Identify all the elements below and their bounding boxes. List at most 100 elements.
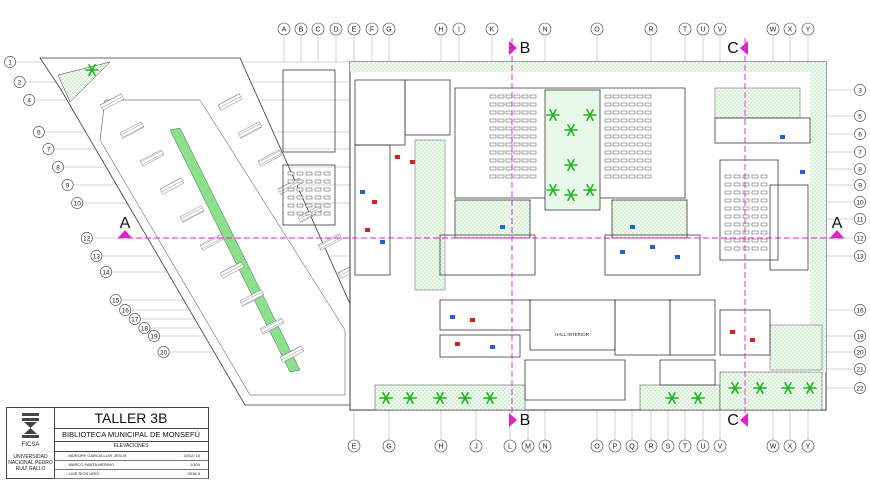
reading-table: [751, 182, 759, 187]
axis-bubble-left: 14: [100, 266, 112, 278]
reading-table: [505, 150, 513, 155]
parking-stall: [139, 149, 165, 167]
axis-bubble-left: 2: [13, 76, 26, 88]
furniture-piece: [780, 135, 785, 139]
axis-bubble-left: 8: [52, 161, 64, 173]
axis-bubble-left: 13: [90, 250, 103, 262]
reading-table: [604, 126, 612, 131]
reading-table: [497, 94, 505, 99]
reading-table: [521, 174, 529, 179]
reading-table: [628, 94, 636, 99]
reading-table: [760, 222, 768, 227]
reading-table: [287, 179, 295, 184]
reading-table: [505, 166, 513, 171]
reading-table: [620, 126, 628, 131]
reading-table: [521, 110, 529, 115]
reading-table: [323, 171, 331, 176]
reading-table: [513, 110, 521, 115]
reading-table: [733, 190, 741, 195]
furniture-piece: [500, 225, 505, 229]
reading-table: [620, 150, 628, 155]
reading-table: [628, 150, 636, 155]
axis-bubble-bottom: M: [521, 439, 535, 453]
reading-table: [604, 158, 612, 163]
reading-table: [760, 174, 768, 179]
axis-bubble-bottom: L: [503, 439, 517, 453]
reading-table: [612, 142, 620, 147]
project-title: TALLER 3B: [54, 408, 208, 429]
reading-table: [644, 174, 652, 179]
axis-label: F: [370, 27, 374, 34]
reading-table: [620, 158, 628, 163]
reading-table: [751, 238, 759, 243]
reading-table: [612, 94, 620, 99]
reading-table: [489, 134, 497, 139]
axis-label: J: [474, 444, 478, 451]
parking-stall: [217, 93, 243, 111]
axis-label: 6: [37, 129, 41, 136]
reading-table: [529, 150, 537, 155]
reading-table: [620, 102, 628, 107]
tree-icon: [583, 184, 597, 196]
axis-bubble-left: 20: [157, 346, 170, 358]
reading-table: [296, 171, 304, 176]
furniture-piece: [395, 155, 400, 159]
parking-stall: [119, 121, 145, 139]
reading-table: [644, 110, 652, 115]
tree-icon: [564, 189, 578, 201]
section-letter: B: [520, 412, 531, 429]
axis-bubble-top: O: [590, 22, 604, 36]
reading-table: [305, 203, 313, 208]
furniture-piece: [380, 240, 385, 244]
reading-table: [287, 187, 295, 192]
row-value: 1/100: [189, 462, 200, 467]
trees: [85, 64, 817, 404]
reading-table: [733, 214, 741, 219]
axis-bubble-bottom: S: [661, 439, 675, 453]
axis-bubble-bottom: U: [696, 439, 710, 453]
reading-table: [521, 134, 529, 139]
axis-label: 10: [856, 199, 864, 206]
reading-table: [724, 238, 732, 243]
section-marker: C: [727, 412, 748, 429]
axis-label: 19: [150, 333, 158, 340]
author-row: - LUIS RIOS URIO 2018-II: [54, 469, 208, 479]
reading-table: [323, 179, 331, 184]
axis-label: O: [594, 27, 600, 34]
section-marker: B: [509, 412, 530, 429]
axis-bubble-right: 12: [854, 232, 866, 244]
parking-stall: [239, 289, 265, 307]
reading-table: [296, 179, 304, 184]
reading-table: [733, 222, 741, 227]
reading-table: [644, 158, 652, 163]
reading-table: [644, 166, 652, 171]
axis-label: B: [299, 27, 304, 34]
reading-table: [521, 142, 529, 147]
axis-bubble-bottom: E: [347, 439, 361, 453]
furniture-piece: [800, 170, 805, 174]
reading-table: [521, 158, 529, 163]
axis-bubble-top: G: [382, 22, 396, 36]
axis-label: 9: [858, 182, 862, 189]
reading-table: [296, 195, 304, 200]
reading-table: [636, 126, 644, 131]
axis-label: 6: [858, 131, 862, 138]
reading-table: [323, 187, 331, 192]
axis-bubble-left: 7: [42, 143, 55, 155]
axis-label: P: [613, 444, 618, 451]
reading-table: [612, 166, 620, 171]
reading-table: [521, 118, 529, 123]
reading-table: [760, 198, 768, 203]
axis-bubble-top: A: [277, 22, 291, 36]
reading-table: [521, 94, 529, 99]
furniture-piece: [360, 190, 365, 194]
axis-bubble-top: V: [713, 22, 727, 36]
axis-label: E: [352, 27, 357, 34]
axis-label: 12: [83, 235, 91, 242]
axis-label: 12: [856, 235, 864, 242]
parking-stall: [159, 177, 185, 195]
reading-table: [628, 110, 636, 115]
axis-label: 10: [74, 200, 82, 207]
axis-label: X: [788, 27, 793, 34]
axis-label: 18: [141, 325, 149, 332]
